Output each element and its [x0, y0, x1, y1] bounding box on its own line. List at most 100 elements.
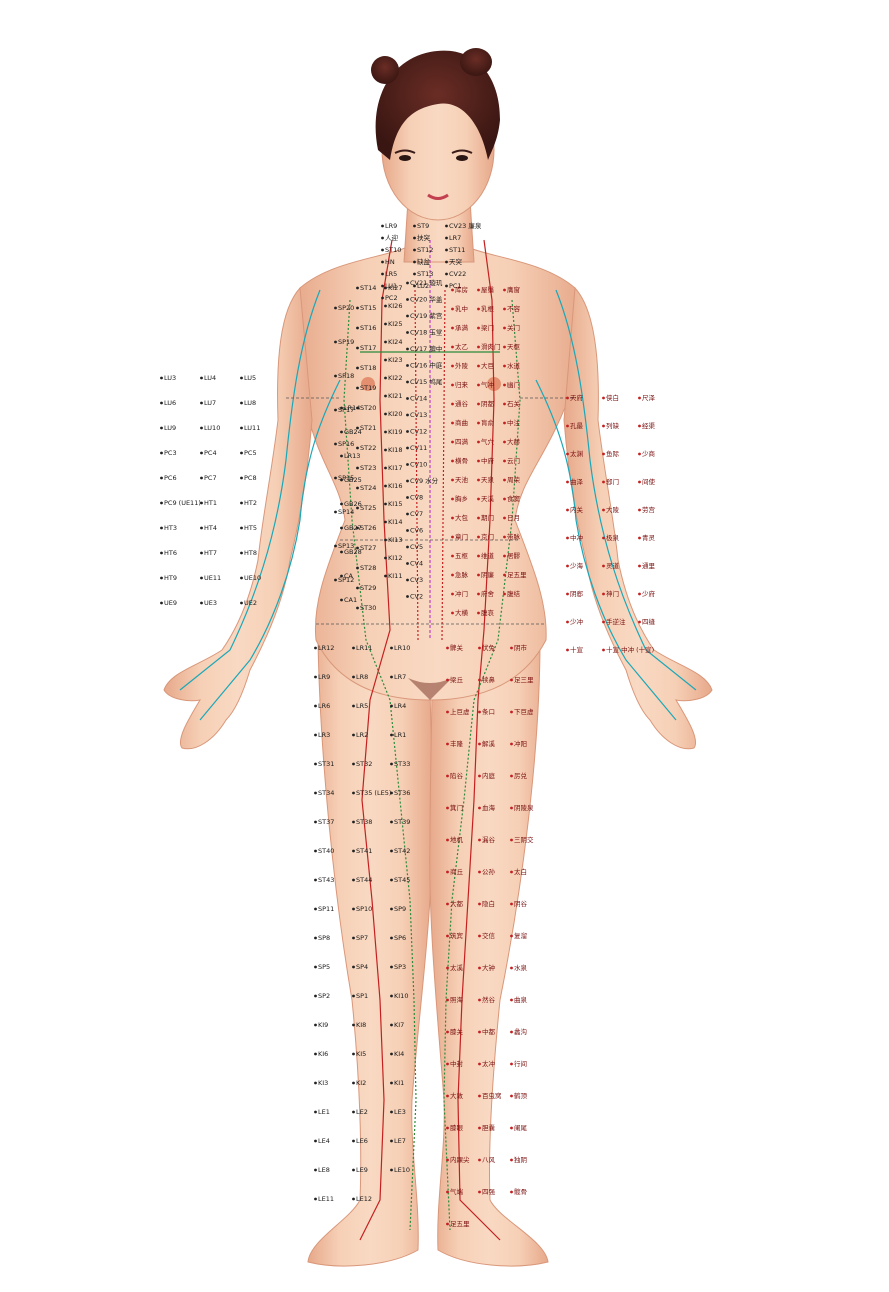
- acupoint-label: 屋翳: [481, 286, 495, 294]
- acupoint-label: 扶突: [417, 233, 431, 242]
- acupoint-dot-icon: [352, 1110, 355, 1114]
- acupoint-dot-icon: [406, 463, 409, 466]
- acupoint-label: ST27: [360, 544, 376, 552]
- acupoint-label: LU9: [164, 424, 176, 432]
- acupoint-dot-icon: [478, 934, 481, 938]
- acupoint-label: 手逆注: [606, 617, 626, 626]
- acupoint-label: UE11: [204, 574, 221, 582]
- acupoint-dot-icon: [446, 1030, 449, 1034]
- acupoint-dot-icon: [240, 426, 243, 430]
- acupoint-dot-icon: [352, 733, 355, 737]
- acupoint-dot-icon: [406, 578, 409, 582]
- acupoint-label: CV19 紫宫: [410, 311, 442, 320]
- acupoint-dot-icon: [340, 598, 343, 602]
- acupoint-label: 带脉: [507, 532, 521, 541]
- acupoint-dot-icon: [200, 526, 203, 530]
- acupoint-label: 阴陵泉: [514, 803, 534, 812]
- acupoint-dot-icon: [477, 421, 480, 425]
- acupoint-dot-icon: [602, 452, 605, 456]
- acupoint-label: 神门: [606, 589, 619, 598]
- acupoint-label: 急脉: [455, 570, 469, 579]
- acupoint-dot-icon: [352, 646, 355, 650]
- acupoint-label: LU1: [385, 282, 397, 290]
- acupoint-dot-icon: [240, 526, 243, 530]
- acupoint-label: CV11: [410, 444, 427, 452]
- acupoint-dot-icon: [477, 326, 480, 330]
- acupoint-dot-icon: [445, 284, 448, 288]
- acupoint-label: ST30: [360, 604, 376, 612]
- acupoint-label: 石关: [507, 399, 521, 408]
- acupoint-label: 天府: [570, 393, 584, 402]
- acupoint-label: 水泉: [514, 963, 528, 972]
- acupoint-dot-icon: [451, 364, 454, 368]
- acupoint-dot-icon: [602, 592, 605, 596]
- acupoint-label: 鹤顶: [514, 1091, 528, 1100]
- acupoint-label: CV14: [410, 395, 427, 403]
- acupoint-dot-icon: [503, 516, 506, 520]
- acupoint-label: 太渊: [570, 449, 583, 458]
- acupoint-dot-icon: [477, 364, 480, 368]
- acupoint-dot-icon: [160, 501, 163, 505]
- acupoint-label: CV23 廉泉: [449, 221, 482, 230]
- acupoint-label: HT2: [244, 499, 257, 507]
- acupoint-dot-icon: [477, 383, 480, 387]
- acupoint-label: 冲门: [455, 589, 468, 598]
- acupoint-dot-icon: [451, 288, 454, 292]
- acupoint-dot-icon: [510, 966, 513, 970]
- acupoint-label: CV7: [410, 510, 423, 518]
- acupoint-label: 冲阳: [514, 739, 527, 748]
- acupoint-label: 不容: [507, 304, 521, 313]
- acupoint-label: 足三里: [514, 676, 534, 684]
- acupoint-dot-icon: [352, 1139, 355, 1143]
- acupoint-label: 四强: [482, 1188, 496, 1196]
- acupoint-dot-icon: [314, 936, 317, 940]
- acupoint-label: PC6: [164, 474, 177, 482]
- acupoint-label: LR11: [356, 644, 372, 652]
- acupoint-label: 乳中: [455, 304, 468, 313]
- acupoint-label: LR6: [318, 702, 330, 710]
- acupoint-dot-icon: [406, 397, 409, 400]
- acupoint-dot-icon: [413, 236, 416, 240]
- acupoint-label: KI1: [394, 1079, 404, 1087]
- acupoint-dot-icon: [446, 966, 449, 970]
- acupoint-label: UE10: [244, 574, 261, 582]
- acupoint-dot-icon: [200, 576, 203, 580]
- acupoint-dot-icon: [406, 281, 409, 285]
- acupoint-dot-icon: [510, 806, 513, 810]
- acupoint-dot-icon: [638, 508, 641, 512]
- acupoint-label: 通里: [642, 561, 656, 570]
- acupoint-label: CV21 璇玑: [410, 278, 443, 287]
- acupoint-label: ST42: [394, 847, 410, 855]
- acupoint-dot-icon: [478, 1190, 481, 1194]
- acupoint-label: ST22: [360, 444, 376, 452]
- acupoint-dot-icon: [510, 1158, 513, 1162]
- acupoint-label: 气冲: [481, 380, 495, 389]
- acupoint-dot-icon: [352, 994, 355, 998]
- acupoint-label: 大横: [455, 608, 469, 617]
- acupoint-label: 气端: [450, 1187, 464, 1196]
- acupoint-dot-icon: [352, 907, 355, 911]
- acupoint-label: 阴都: [481, 399, 495, 408]
- acupoint-dot-icon: [240, 401, 243, 405]
- acupoint-label: KI13: [388, 536, 402, 544]
- acupoint-label: LE9: [356, 1166, 368, 1174]
- acupoint-dot-icon: [510, 902, 513, 906]
- acupoint-dot-icon: [200, 601, 203, 605]
- acupoint-dot-icon: [477, 288, 480, 292]
- acupoint-dot-icon: [384, 484, 387, 488]
- acupoint-label: 大陵: [606, 505, 620, 514]
- acupoint-label: CV13: [410, 411, 427, 419]
- acupoint-dot-icon: [446, 742, 449, 746]
- acupoint-label: ST14: [360, 284, 376, 292]
- meridian-lu-left: [555, 289, 697, 691]
- acupoint-label: LR7: [449, 234, 461, 242]
- acupoint-label: 间使: [642, 477, 656, 486]
- acupoint-dot-icon: [390, 646, 393, 650]
- acupoint-label: LR10: [394, 644, 410, 652]
- acupoint-label: KI11: [388, 572, 402, 580]
- acupoint-label: LR2: [356, 731, 368, 739]
- acupoint-label: LE12: [356, 1195, 372, 1203]
- acupoint-dot-icon: [406, 529, 409, 532]
- acupoint-label: KI26: [388, 302, 402, 310]
- acupoint-dot-icon: [356, 326, 359, 330]
